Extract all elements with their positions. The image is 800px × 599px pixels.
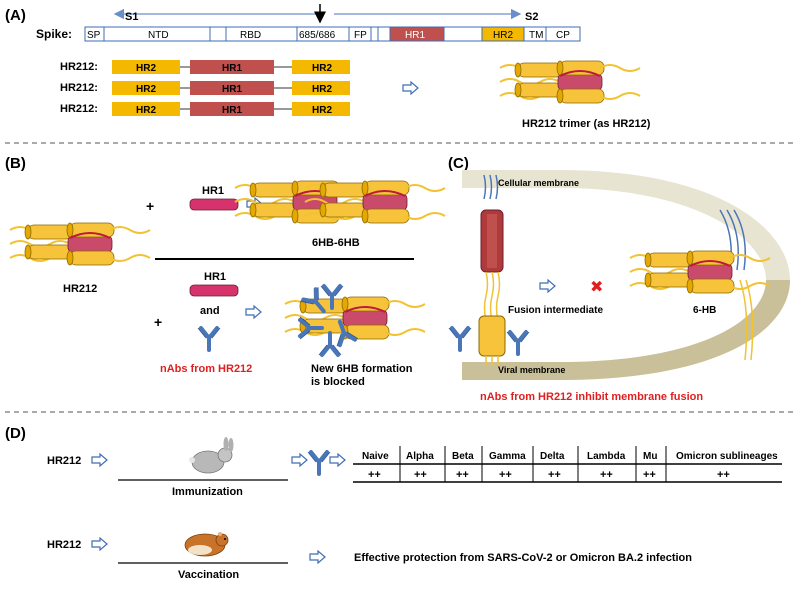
plus-sign-1: + bbox=[146, 198, 154, 214]
membrane-shape bbox=[462, 170, 790, 380]
table-header: Alpha bbox=[406, 451, 434, 462]
table-cell: ++ bbox=[414, 469, 427, 481]
hr1-label: HR1 bbox=[222, 105, 242, 116]
panel-label-b: (B) bbox=[5, 155, 26, 172]
hr212-caption: HR212 bbox=[63, 283, 97, 295]
arrow-icon bbox=[91, 537, 108, 551]
hr1-peptide-bottom bbox=[189, 284, 239, 297]
spike-seg-hr2: HR2 bbox=[493, 30, 513, 41]
antibody-icon bbox=[306, 450, 332, 476]
spike-seg-rbd: RBD bbox=[240, 30, 261, 41]
6hb-6hb-caption: 6HB-6HB bbox=[312, 237, 360, 249]
arrow-icon bbox=[91, 453, 108, 467]
protection-text: Effective protection from SARS-CoV-2 or … bbox=[354, 552, 692, 564]
spike-seg-cp: CP bbox=[556, 30, 570, 41]
antibody-icon bbox=[505, 330, 531, 356]
6hb-complex-right bbox=[305, 181, 445, 223]
hr212-row-label: HR212: bbox=[60, 103, 98, 115]
hr1-bottom-label: HR1 bbox=[204, 271, 226, 283]
hamster-icon bbox=[184, 532, 229, 557]
6hb-graphic bbox=[630, 209, 770, 361]
s1-label: S1 bbox=[125, 11, 138, 23]
arrow-icon bbox=[309, 550, 326, 564]
hr2-left-label: HR2 bbox=[136, 63, 156, 74]
viral-membrane-label: Viral membrane bbox=[498, 365, 565, 375]
cellular-membrane-label: Cellular membrane bbox=[498, 178, 579, 188]
spike-seg-tm: TM bbox=[529, 30, 543, 41]
table-header: Delta bbox=[540, 451, 565, 462]
hr2-right-label: HR2 bbox=[312, 84, 332, 95]
spike-seg-sp: SP bbox=[87, 30, 101, 41]
table-cell: ++ bbox=[600, 469, 613, 481]
spike-label: Spike: bbox=[36, 27, 72, 41]
blocked-caption-line2: is blocked bbox=[311, 376, 365, 388]
table-cell: ++ bbox=[643, 469, 656, 481]
fusion-intermediate-label: Fusion intermediate bbox=[508, 305, 603, 316]
hr212-graphic bbox=[10, 223, 150, 265]
panel-label-c: (C) bbox=[448, 155, 469, 172]
hr212-label-d1: HR212 bbox=[47, 455, 81, 467]
table-cell: ++ bbox=[717, 469, 730, 481]
spike-seg-fp: FP bbox=[354, 30, 367, 41]
hr1-peptide-top bbox=[189, 198, 239, 211]
trimer-caption: HR212 trimer (as HR212) bbox=[522, 118, 651, 130]
immunization-label: Immunization bbox=[172, 486, 243, 498]
panel-c-caption: nAbs from HR212 inhibit membrane fusion bbox=[480, 391, 703, 403]
variant-table bbox=[353, 446, 782, 483]
table-header: Naive bbox=[362, 451, 389, 462]
hr212-row-label: HR212: bbox=[60, 61, 98, 73]
table-cell: ++ bbox=[499, 469, 512, 481]
hr1-label: HR1 bbox=[222, 63, 242, 74]
antibody-icon bbox=[196, 326, 222, 352]
plus-sign-2: + bbox=[154, 314, 162, 330]
spike-seg-ntd: NTD bbox=[148, 30, 169, 41]
hr2-left-label: HR2 bbox=[136, 105, 156, 116]
table-header: Gamma bbox=[489, 451, 526, 462]
table-cell: ++ bbox=[368, 469, 381, 481]
table-header: Lambda bbox=[587, 451, 626, 462]
rabbit-icon bbox=[189, 437, 234, 474]
spike-bar bbox=[84, 26, 581, 42]
arrow-icon bbox=[539, 279, 556, 293]
spike-seg-685: 685/686 bbox=[299, 30, 336, 41]
hr1-label: HR1 bbox=[222, 84, 242, 95]
spike-seg-hr1: HR1 bbox=[405, 30, 425, 41]
hr2-right-label: HR2 bbox=[312, 63, 332, 74]
table-header: Omicron sublineages bbox=[676, 451, 778, 462]
arrow-icon bbox=[329, 453, 346, 467]
blocked-complex-graphic bbox=[285, 284, 425, 357]
arrow-icon bbox=[402, 81, 419, 95]
hr212-row-2: HR212: HR2 HR1 HR2 bbox=[60, 81, 350, 95]
table-cell: ++ bbox=[456, 469, 469, 481]
nabs-caption: nAbs from HR212 bbox=[160, 363, 252, 375]
fusion-intermediate-graphic bbox=[478, 174, 506, 366]
table-header: Mu bbox=[643, 451, 657, 462]
hr212-trimer-graphic bbox=[500, 61, 640, 103]
hr212-label-d2: HR212 bbox=[47, 539, 81, 551]
hr212-row-label: HR212: bbox=[60, 82, 98, 94]
blocked-caption-line1: New 6HB formation bbox=[311, 363, 413, 375]
arrow-icon bbox=[291, 453, 308, 467]
vaccination-label: Vaccination bbox=[178, 569, 239, 581]
hr212-row-1: HR212: HR2 HR1 HR2 bbox=[60, 60, 350, 74]
arrow-icon bbox=[245, 305, 262, 319]
table-cell: ++ bbox=[548, 469, 561, 481]
panel-label-a: (A) bbox=[5, 7, 26, 24]
6hb-label: 6-HB bbox=[693, 305, 716, 316]
hr2-left-label: HR2 bbox=[136, 84, 156, 95]
and-label: and bbox=[200, 305, 220, 317]
antibody-icon bbox=[447, 326, 473, 352]
hr1-top-label: HR1 bbox=[202, 185, 224, 197]
hr2-right-label: HR2 bbox=[312, 105, 332, 116]
panel-label-d: (D) bbox=[5, 425, 26, 442]
table-header: Beta bbox=[452, 451, 474, 462]
cross-icon: ✖ bbox=[590, 279, 603, 296]
s2-label: S2 bbox=[525, 11, 538, 23]
hr212-row-3: HR212: HR2 HR1 HR2 bbox=[60, 102, 350, 116]
